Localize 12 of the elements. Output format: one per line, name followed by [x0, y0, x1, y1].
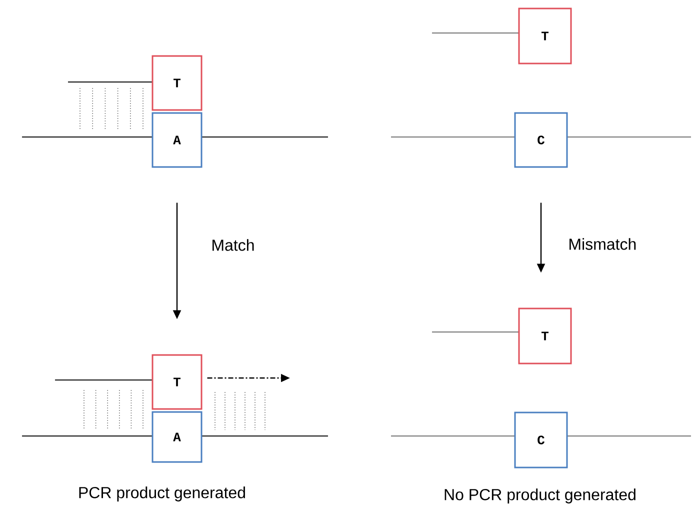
base-box: C	[514, 412, 568, 468]
caption: PCR product generated	[79, 486, 245, 502]
caption: No PCR product generated	[444, 488, 636, 504]
base-box: C	[514, 112, 568, 168]
base-box: T	[152, 55, 202, 111]
base-box: A	[152, 411, 202, 463]
base-box: T	[518, 8, 572, 64]
base-box: T	[518, 308, 572, 364]
base-box: A	[152, 112, 202, 168]
base-box: T	[152, 354, 202, 410]
edge-label: Mismatch	[570, 238, 636, 250]
edge-label: Match	[212, 239, 254, 251]
